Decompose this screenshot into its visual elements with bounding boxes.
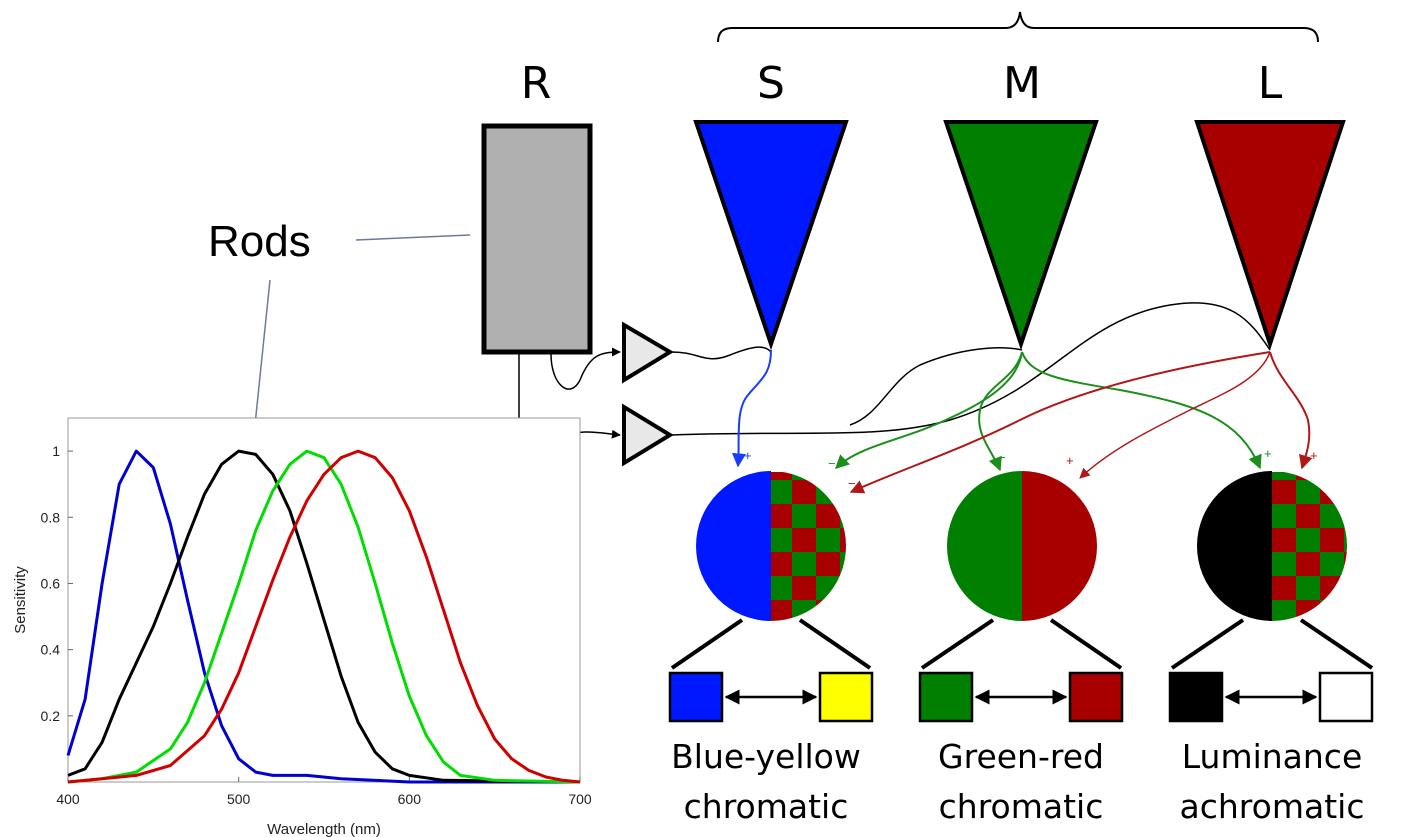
rods-callout-line-to-curve [252,279,271,445]
sensitivity-curve-2 [67,449,581,784]
blue-yellow-circle [696,471,846,621]
y-tick-label: 0.2 [41,708,61,724]
minus-sign-l-by: − [848,476,856,491]
m-cone-letter: M [1003,58,1041,109]
x-tick-label: 500 [227,791,251,807]
luminance-circle [1197,471,1347,621]
upper-triangle-to-s-cone [671,346,772,360]
chart-y-axis-label: Sensitivity [12,566,29,634]
rod-to-upper-triangle [550,347,621,390]
y-tick-label: 1 [52,443,60,459]
green-swatch [918,671,974,723]
s-cone-letter: S [757,58,785,109]
channel-fan-lines [670,618,1374,670]
m-cone [943,120,1099,351]
l-cone-to-luminance [1269,351,1313,470]
y-tick-label: 0.4 [41,642,61,658]
channel-3-line1: Luminance [1182,737,1363,776]
channel-1-line1: Blue-yellow [671,737,861,776]
cones-brace [717,11,1319,43]
chart-plot-area [67,417,581,783]
plus-sign-s: + [744,448,752,463]
m-cone-to-luminance [1021,351,1262,470]
l-cone-to-green-red [1079,351,1271,479]
channel-2-line1: Green-red [938,737,1104,776]
sensitivity-curve-3 [67,449,581,784]
rod-receptor [481,123,593,355]
chart-x-axis-label: Wavelength (nm) [267,821,381,837]
rod-letter: R [521,58,552,109]
rods-callout-line-to-rod [355,234,471,241]
channel-2-line2: chromatic [939,787,1104,826]
red-swatch [1068,671,1124,723]
black-swatch [1168,671,1224,723]
rod-bipolar-triangle-upper [622,321,674,384]
yellow-swatch [818,671,874,723]
sensitivity-chart: 400 500 600 700 0.2 0.4 0.6 0.8 1 Wavelength (nm… [12,417,592,837]
minus-sign-m-gr: − [998,450,1006,465]
y-tick-label: 0.6 [41,575,61,591]
x-tick-label: 400 [56,791,80,807]
green-red-circle [947,471,1097,621]
y-tick-label: 0.8 [41,509,61,525]
plus-sign-l-gr: + [1066,453,1074,468]
sensitivity-curve-1 [66,449,580,784]
channel-1-line2: chromatic [684,787,849,826]
x-tick-label: 700 [568,791,592,807]
m-cone-to-lower-triangle-branch [849,347,1023,426]
minus-sign-m-by: − [828,456,836,471]
l-cone-to-blue-yellow [849,351,1271,494]
rod-bipolar-triangle-lower [622,403,674,467]
blue-swatch [668,671,724,723]
s-cone [693,120,849,351]
m-cone-to-green-red [978,351,1023,472]
rods-callout-label: Rods [208,217,311,266]
x-tick-label: 600 [398,791,422,807]
lower-triangle-to-cones [671,302,1271,436]
s-cone-to-blue-yellow [731,349,772,468]
plus-sign-l-lum: + [1310,448,1318,463]
l-cone [1194,120,1346,351]
plus-sign-m-lum: + [1264,446,1272,461]
m-cone-to-blue-yellow [834,351,1023,469]
l-cone-letter: L [1258,58,1283,109]
sensitivity-curve-4 [67,449,581,784]
channel-3-line2: achromatic [1180,787,1365,826]
white-swatch [1318,671,1374,723]
